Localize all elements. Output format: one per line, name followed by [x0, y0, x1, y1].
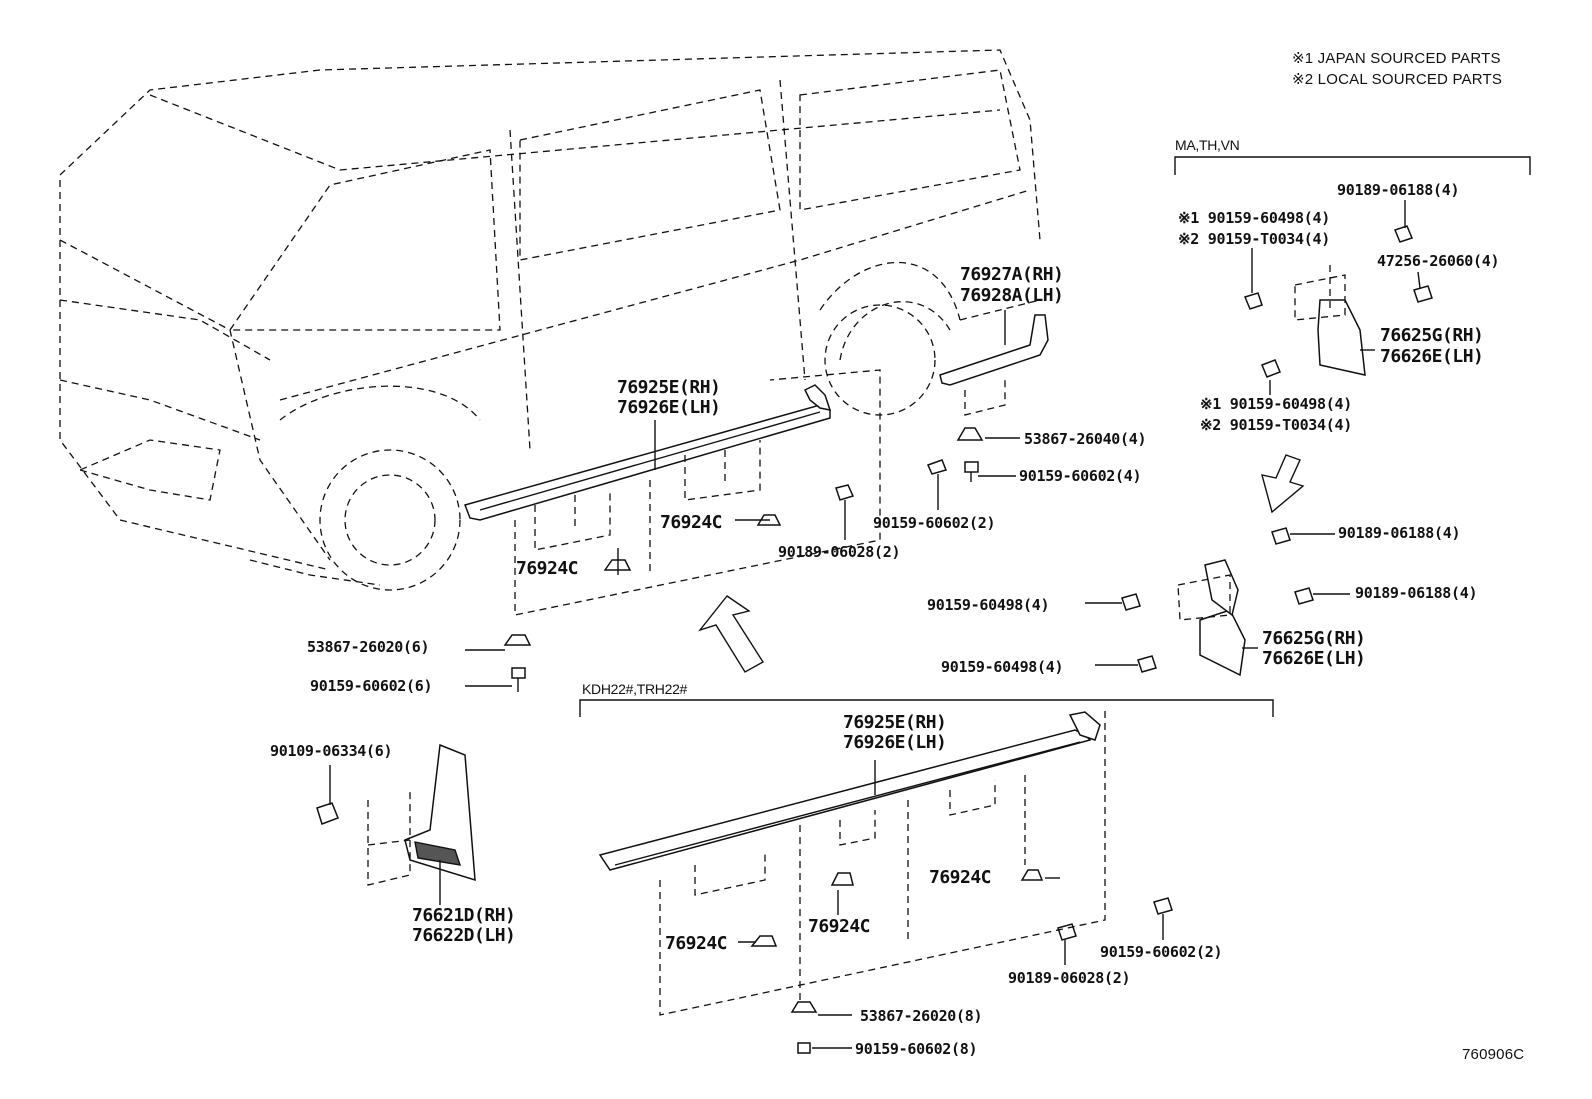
rear-mudguard-bottom-shape	[1177, 559, 1258, 677]
label-clip-76924c-c: 76924C	[929, 867, 992, 888]
label-90159-60602-x2-upper: 90159-60602(2)	[873, 514, 996, 532]
label-rear-mudguard-extension-rh: 76927A(RH)	[960, 264, 1064, 285]
label-90159-60498-b2: 90159-60498(4)	[941, 658, 1064, 676]
diagram-id: 760906C	[1462, 1046, 1525, 1063]
label-clip-76924c-b: 76924C	[660, 512, 723, 533]
rear-mudguard-top-shape	[1294, 265, 1375, 376]
label-upper-rocker-rh: 76925E(RH)	[617, 377, 721, 398]
label-front-mudguard-rh: 76621D(RH)	[412, 905, 516, 926]
upper-rocker-molding-shape	[464, 384, 832, 521]
label-90189-06028-x2-lower: 90189-06028(2)	[1008, 969, 1131, 987]
label-90189-06188-b2: 90189-06188(4)	[1355, 584, 1478, 602]
label-lower-rocker-rh: 76925E(RH)	[843, 712, 947, 733]
direction-arrows	[698, 454, 1305, 673]
note-local-sourced: ※2 LOCAL SOURCED PARTS	[1292, 71, 1503, 88]
upper-rocker-guides	[514, 369, 881, 616]
label-clip-76924c-d: 76924C	[808, 916, 871, 937]
label-front-mudguard-lh: 76622D(LH)	[412, 925, 516, 946]
label-90109-06334: 90109-06334(6)	[270, 742, 393, 760]
label-clip-76924c-a: 76924C	[516, 558, 579, 579]
lower-rocker-molding-shape	[598, 710, 1106, 1016]
label-90189-06188-top: 90189-06188(4)	[1337, 181, 1460, 199]
group-region-label: MA,TH,VN	[1175, 137, 1240, 153]
label-rear-mudguard-bottom-rh: 76625G(RH)	[1262, 628, 1366, 649]
label-90159-60498-b1: 90159-60498(4)	[927, 596, 1050, 614]
label-53867-26020-x6: 53867-26020(6)	[307, 638, 430, 656]
label-clip-76924c-e: 76924C	[665, 933, 728, 954]
label-90159-60602-x6: 90159-60602(6)	[310, 677, 433, 695]
label-53867-26020-x8: 53867-26020(8)	[860, 1007, 983, 1025]
note-japan-sourced: ※1 JAPAN SOURCED PARTS	[1292, 50, 1501, 67]
label-rear-mudguard-extension-lh: 76928A(LH)	[960, 285, 1064, 306]
group-brackets	[579, 156, 1531, 717]
label-lower-rocker-lh: 76926E(LH)	[843, 732, 947, 753]
label-90159-60498-top-jp: ※1 90159-60498(4)	[1178, 209, 1330, 227]
label-90159-60602-x4: 90159-60602(4)	[1019, 467, 1142, 485]
label-rear-mudguard-top-lh: 76626E(LH)	[1380, 346, 1484, 367]
front-mudguard-shape	[367, 743, 476, 905]
label-53867-26040: 53867-26040(4)	[1024, 430, 1147, 448]
van-body-outline	[59, 49, 1041, 591]
label-rear-mudguard-top-rh: 76625G(RH)	[1380, 325, 1484, 346]
label-90189-06188-b1: 90189-06188(4)	[1338, 524, 1461, 542]
hardware-nuts	[316, 225, 1433, 1054]
label-90159-t0034-mid-local: ※2 90159-T0034(4)	[1200, 416, 1352, 434]
label-upper-rocker-lh: 76926E(LH)	[617, 397, 721, 418]
leader-lines	[329, 200, 1421, 1049]
group-model-label: KDH22#,TRH22#	[582, 681, 688, 697]
label-90159-60602-x2-lower: 90159-60602(2)	[1100, 943, 1223, 961]
label-90159-60602-x8: 90159-60602(8)	[855, 1040, 978, 1058]
label-90189-06028-x2-upper: 90189-06028(2)	[778, 543, 901, 561]
label-90159-60498-mid-jp: ※1 90159-60498(4)	[1200, 395, 1352, 413]
rear-mudguard-extension-shape	[939, 310, 1049, 416]
label-90159-t0034-top-local: ※2 90159-T0034(4)	[1178, 230, 1330, 248]
label-47256-26060: 47256-26060(4)	[1377, 252, 1500, 270]
label-rear-mudguard-bottom-lh: 76626E(LH)	[1262, 648, 1366, 669]
